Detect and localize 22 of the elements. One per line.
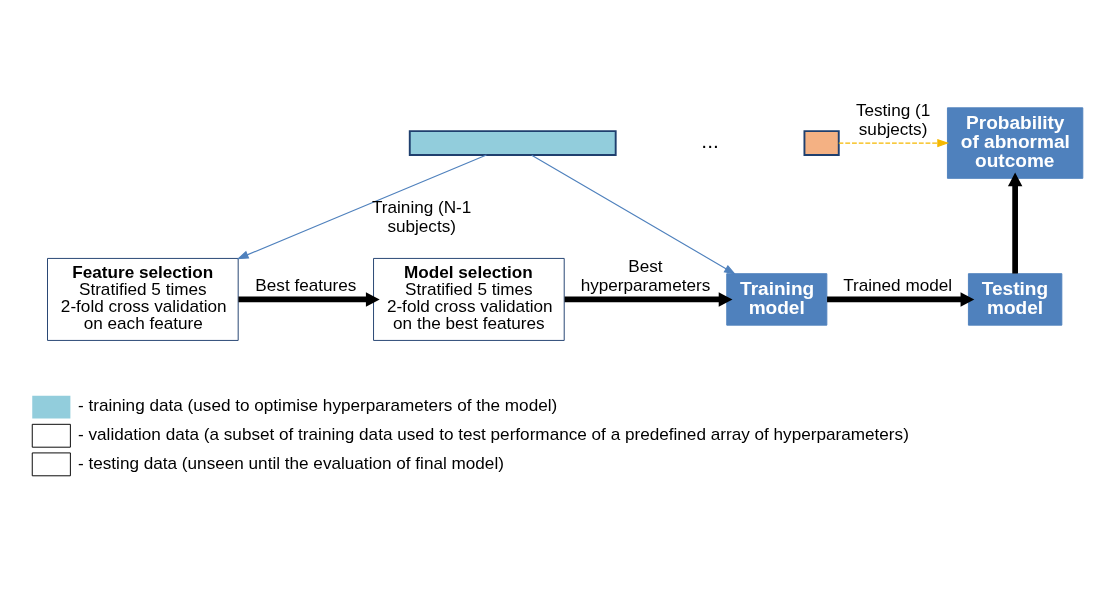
node-box: Feature selection Stratified 5 times 2-fold cross validation on each feature: [47, 257, 239, 341]
node-box: Training model: [726, 273, 828, 326]
node-bar: [408, 130, 617, 156]
arrow: [838, 138, 950, 148]
label: ...: [701, 129, 719, 153]
legend-label: - testing data (unseen until the evaluation of final model): [78, 452, 504, 473]
arrow: [238, 292, 380, 307]
node-box: Model selection Stratified 5 times 2-fold cross validation on the best features: [373, 257, 565, 341]
node-box: Testing model: [967, 273, 1063, 326]
edge-label: Trained model: [843, 275, 953, 296]
edge-label: Training (N-1 subjects): [371, 197, 472, 237]
node-box: Probability of abnormal outcome: [946, 107, 1084, 179]
arrow: [236, 154, 487, 260]
arrow: [531, 154, 736, 275]
edge-label: Best features: [255, 275, 357, 296]
arrow: [1007, 172, 1023, 274]
edge-label: Best hyperparameters: [580, 256, 711, 296]
node-bar: [803, 130, 840, 156]
arrow: [564, 292, 733, 307]
arrow: [827, 292, 975, 307]
legend-label: - validation data (a subset of training data used to test performance of a predefined array of hyperparameters): [78, 423, 909, 444]
legend-label: - training data (used to optimise hyperparameters of the model): [78, 395, 558, 416]
